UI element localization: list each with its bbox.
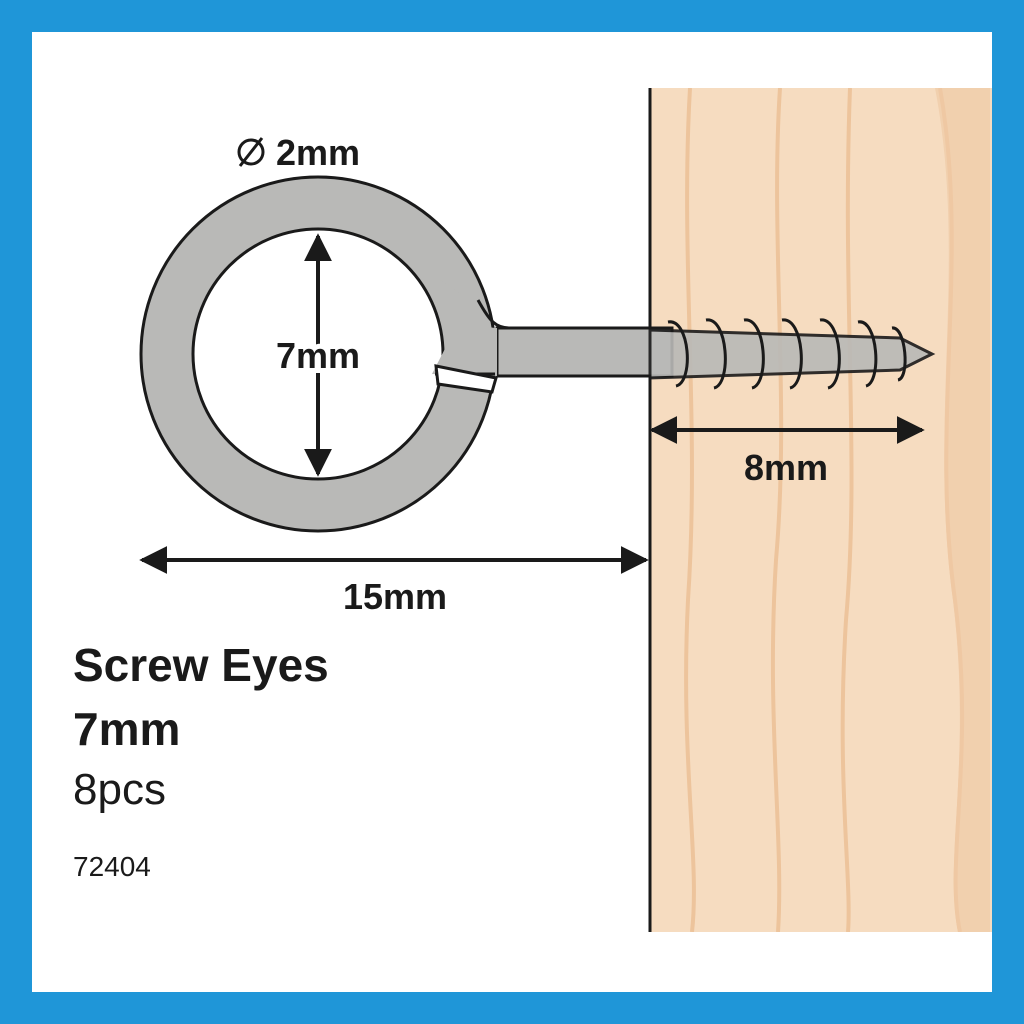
ring-neck <box>432 280 497 376</box>
product-size: 7mm <box>73 703 180 755</box>
screw-thread <box>667 320 689 388</box>
wood-grain-line <box>684 88 696 932</box>
product-name: Screw Eyes <box>73 639 329 691</box>
ring-gap <box>434 364 498 394</box>
diameter-icon <box>237 137 265 167</box>
wood-block <box>648 88 992 932</box>
product-quantity: 8pcs <box>73 765 166 814</box>
eye-inner-label: 7mm <box>276 335 360 376</box>
screw-thread <box>743 318 765 390</box>
wire-diameter-label: 2mm <box>276 132 360 173</box>
wood-grain-line <box>770 88 784 932</box>
thread-length-label: 8mm <box>744 447 828 488</box>
screw-shank <box>495 326 674 378</box>
wood-grain-band <box>935 88 990 932</box>
screw-thread <box>781 318 803 390</box>
screw-thread-body <box>648 328 936 380</box>
total-length-label: 15mm <box>343 576 447 617</box>
screw-thread <box>705 318 727 390</box>
screw-thread <box>891 326 907 382</box>
screw-thread <box>819 318 841 390</box>
screw-thread <box>857 320 878 388</box>
product-code: 72404 <box>73 851 151 882</box>
wood-grain-line <box>840 88 854 932</box>
